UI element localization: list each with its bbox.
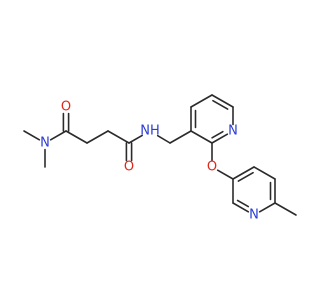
bond-r2-c5-r2-c4 <box>232 166 255 180</box>
bond-ch2-r1-c3 <box>169 130 192 144</box>
bond-r2-c4-r2-c3 <box>253 166 276 180</box>
bond-nh-amide-ch2 <box>156 134 171 144</box>
bond-n-pyridine2-r2-c6-2 <box>236 199 250 208</box>
bond-n-dimethyl-c-am1 <box>49 130 67 141</box>
bond-me1-n-dimethyl <box>23 130 41 141</box>
bond-r1-c5-r1-c6 <box>211 94 234 108</box>
bond-r1-c4-r1-c5 <box>190 94 213 108</box>
bond-n-pyridine1-r1-c2-2 <box>211 130 224 139</box>
atom-label-o-ether: O <box>207 160 217 175</box>
bond-r1-c5-r1-c6-2 <box>212 99 229 110</box>
bond-c-am2-nh-amide <box>128 134 143 144</box>
atom-label-n-pyridine2: N <box>249 208 259 223</box>
atom-label-o-amide1: O <box>61 100 71 115</box>
bond-c-a-c-b <box>86 130 109 144</box>
atom-label-o-amide2: O <box>124 160 134 175</box>
bond-r2-c2-me3 <box>274 202 297 216</box>
bond-c-b-c-am2 <box>107 130 130 144</box>
bond-r2-c2-n-pyridine2 <box>258 202 276 213</box>
bond-r1-c2-r1-c3 <box>190 130 213 144</box>
bond-r2-c5-r2-c4-2 <box>237 171 254 182</box>
bond-n-pyridine2-r2-c6 <box>232 202 250 213</box>
molecule-diagram: O O N NH N O N <box>23 94 297 223</box>
molecule-structure: O O N NH N O N <box>23 94 297 223</box>
bond-n-pyridine1-r1-c2 <box>211 133 229 144</box>
atom-label-n-pyridine1: N <box>228 124 238 139</box>
atom-label-n-dimethyl: N <box>40 136 50 151</box>
bond-c-am1-c-a <box>65 130 88 144</box>
bond-o-ether-r2-c5 <box>216 169 234 180</box>
atom-label-nh-amide: NH <box>140 124 160 139</box>
